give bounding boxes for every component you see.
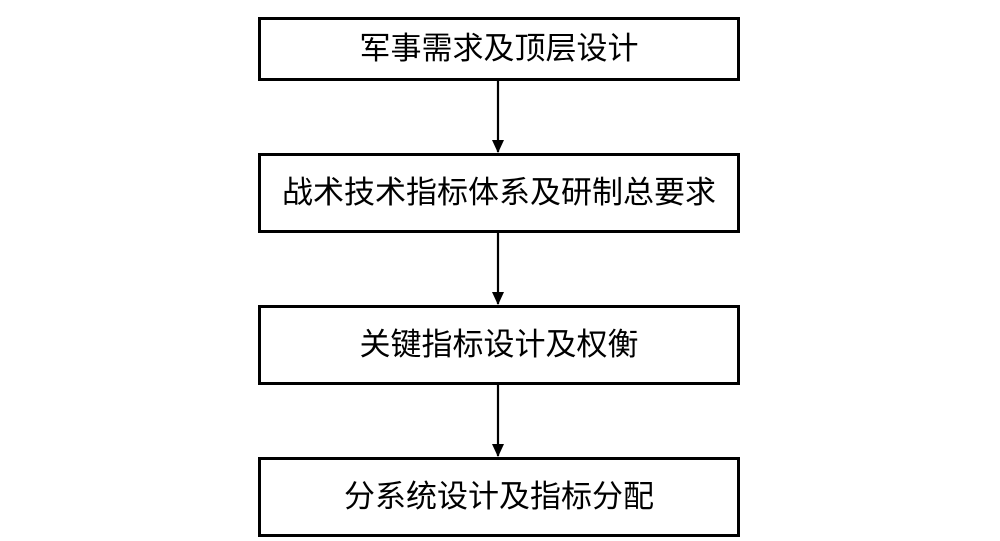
step-box-subsystem-design: 分系统设计及指标分配 (258, 457, 740, 537)
step-box-tactical-technical-indicators: 战术技术指标体系及研制总要求 (258, 153, 740, 233)
arrow-2 (492, 232, 504, 305)
step-box-key-indicator-design: 关键指标设计及权衡 (258, 305, 740, 385)
step-label: 战术技术指标体系及研制总要求 (282, 174, 716, 211)
step-label: 关键指标设计及权衡 (359, 326, 639, 363)
arrow-3 (492, 384, 504, 457)
arrow-1 (492, 80, 504, 153)
step-label: 军事需求及顶层设计 (359, 30, 639, 67)
step-box-military-requirements: 军事需求及顶层设计 (258, 17, 740, 81)
step-label: 分系统设计及指标分配 (344, 478, 654, 515)
